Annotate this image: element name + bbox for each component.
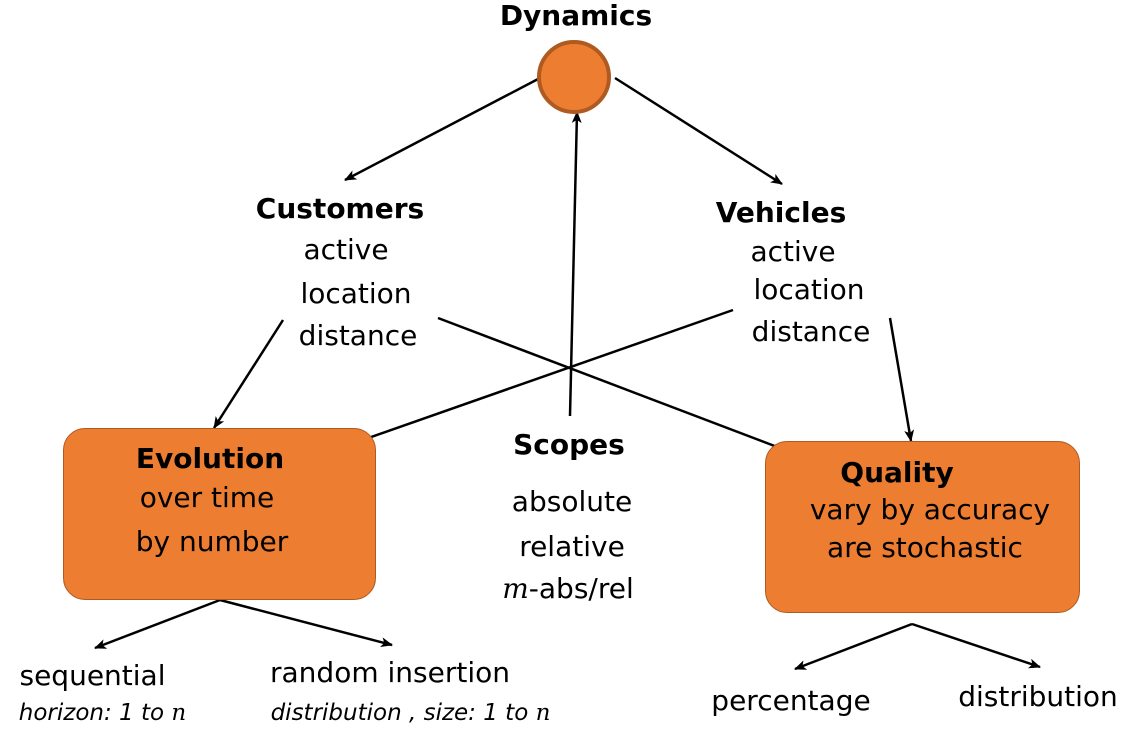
scopes-line-relative: relative	[519, 530, 625, 563]
evolution-title: Evolution	[135, 442, 285, 475]
edge-dynamics-to-customers	[344, 76, 541, 182]
edge-quality-to-distribution	[911, 622, 1041, 669]
scopes-line-absolute: absolute	[511, 485, 633, 518]
leaf-sequential-sub: horizon: 1 to n	[0, 700, 205, 726]
leaf-random-sub-var: n	[535, 700, 551, 726]
edge-evolution-to-random	[219, 598, 393, 648]
customers-line-active: active	[303, 233, 389, 266]
scopes-title: Scopes	[513, 428, 625, 461]
edge-customers-to-evolution	[212, 319, 285, 429]
evolution-line-time: over time	[139, 481, 275, 514]
scopes-var: m	[502, 572, 529, 605]
customers-line-location: location	[300, 277, 412, 310]
dynamics-label: Dynamics	[499, 0, 653, 32]
evolution-box	[63, 428, 376, 600]
edge-evolution-to-sequential	[94, 598, 221, 650]
quality-title: Quality	[840, 456, 954, 489]
leaf-percentage: percentage	[711, 684, 871, 717]
vehicles-line-location: location	[753, 273, 865, 306]
scopes-suffix: -abs/rel	[528, 572, 634, 605]
leaf-random-insertion: random insertion	[270, 656, 510, 689]
edge-dynamics-to-vehicles	[614, 76, 783, 186]
customers-title: Customers	[255, 192, 425, 225]
leaf-sequential-sub-text: horizon: 1 to	[18, 700, 172, 726]
leaf-random-sub-text: distribution , size: 1 to	[270, 700, 536, 726]
leaf-random-insertion-sub: distribution , size: 1 to n	[238, 700, 583, 726]
customers-line-distance: distance	[298, 319, 418, 352]
edge-scopes-to-dynamics	[568, 111, 582, 417]
quality-box	[765, 441, 1080, 613]
vehicles-line-active: active	[750, 235, 836, 268]
vehicles-title: Vehicles	[715, 196, 847, 229]
leaf-distribution: distribution	[958, 680, 1118, 713]
vehicles-line-distance: distance	[751, 315, 871, 348]
quality-line-accuracy: vary by accuracy	[809, 493, 1051, 526]
leaf-sequential: sequential	[19, 659, 166, 692]
edge-quality-to-percentage	[794, 622, 913, 671]
evolution-line-number: by number	[135, 525, 289, 558]
edge-vehicles-to-quality	[888, 317, 915, 442]
scopes-line-mixed: m-abs/rel	[468, 572, 668, 605]
leaf-sequential-sub-var: n	[171, 700, 187, 726]
dynamics-node	[537, 40, 611, 114]
quality-line-stochastic: are stochastic	[827, 531, 1023, 564]
